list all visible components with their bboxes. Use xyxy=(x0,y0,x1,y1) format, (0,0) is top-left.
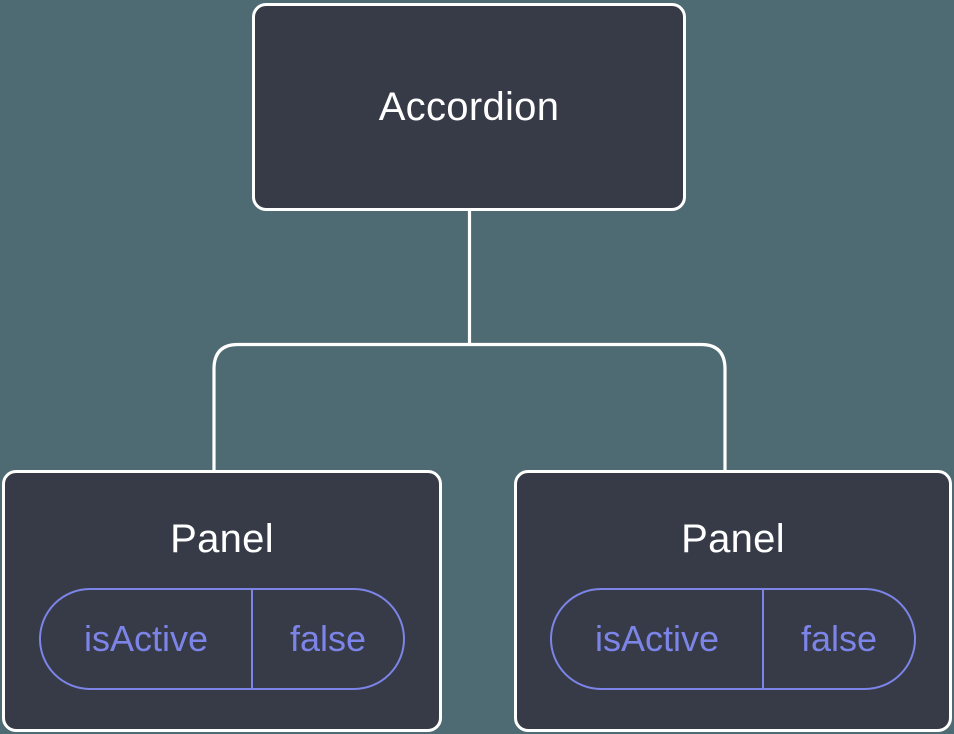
panel-label: Panel xyxy=(170,517,274,561)
state-value: false xyxy=(761,590,914,688)
state-name: isActive xyxy=(83,618,208,659)
state-pill: isActive false xyxy=(39,588,405,690)
panel-label: Panel xyxy=(681,517,785,561)
panel-node-right: Panel isActive false xyxy=(514,470,952,732)
panel-node-left: Panel isActive false xyxy=(2,470,442,732)
state-value: false xyxy=(250,590,403,688)
accordion-node: Accordion xyxy=(252,3,686,211)
state-name: isActive xyxy=(594,618,719,659)
connector-branch xyxy=(212,342,727,472)
state-pill: isActive false xyxy=(550,588,916,690)
accordion-label: Accordion xyxy=(378,84,560,129)
